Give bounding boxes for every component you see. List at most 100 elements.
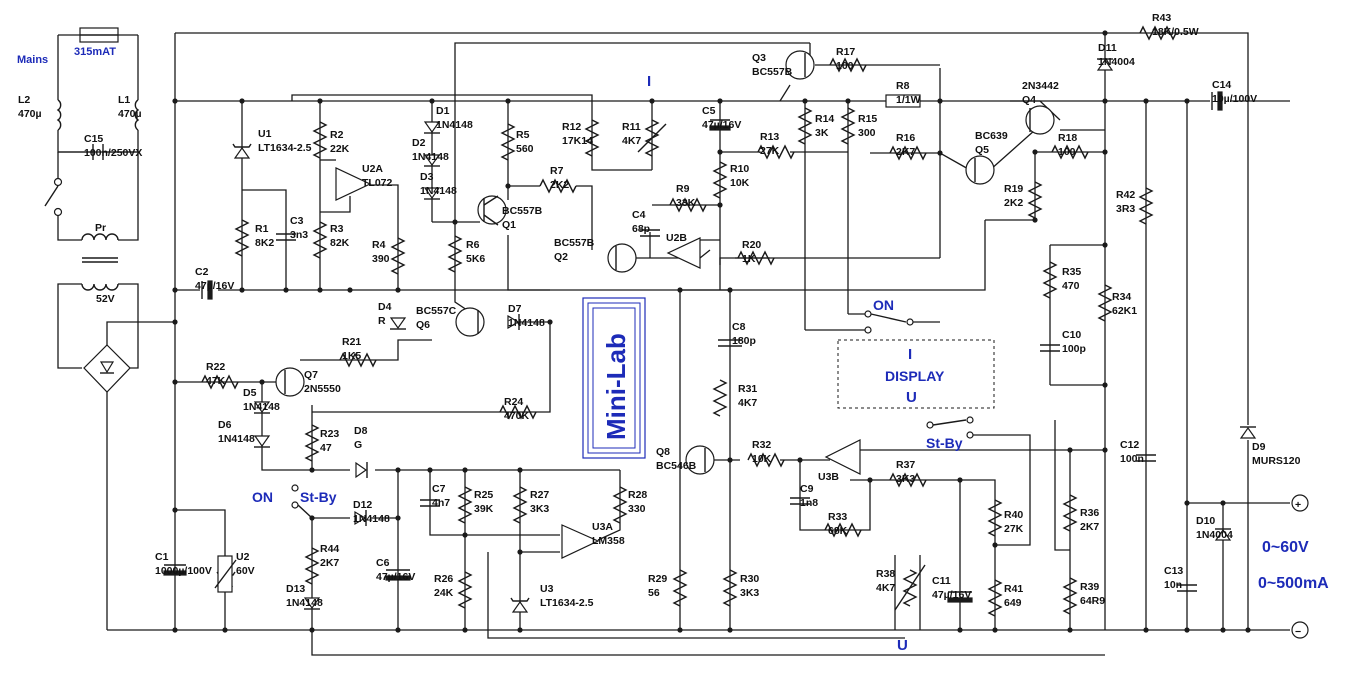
title-text: Mini-Lab [601, 333, 631, 440]
transformer-pr-symbol [81, 233, 119, 291]
resistors [201, 25, 1177, 617]
display-u-label: U [906, 389, 917, 406]
diodes [214, 58, 1257, 613]
output-plus: + [1295, 499, 1301, 511]
current-mark: I [647, 73, 651, 90]
wires [57, 32, 1290, 656]
title-box [582, 297, 646, 459]
display-title: DISPLAY [885, 368, 945, 384]
part-label-u2b: U2B [666, 232, 687, 244]
output-terminals [1291, 494, 1309, 639]
mains-label: Mains [17, 54, 48, 66]
stby-label-left: St-By [300, 489, 337, 505]
inductor-l1-symbol [134, 99, 140, 131]
bridge-rectifier-symbol [83, 344, 131, 393]
on-label-top: ON [873, 297, 894, 313]
on-label-left: ON [252, 489, 273, 505]
capacitor-c15-symbol [58, 144, 138, 160]
transistors [275, 50, 1055, 475]
stby-label-right: St-By [926, 435, 963, 451]
display-i-label: I [908, 346, 912, 363]
capacitors [163, 91, 1223, 603]
switches [291, 310, 974, 519]
output-minus: − [1295, 626, 1301, 638]
display-box [837, 339, 995, 409]
